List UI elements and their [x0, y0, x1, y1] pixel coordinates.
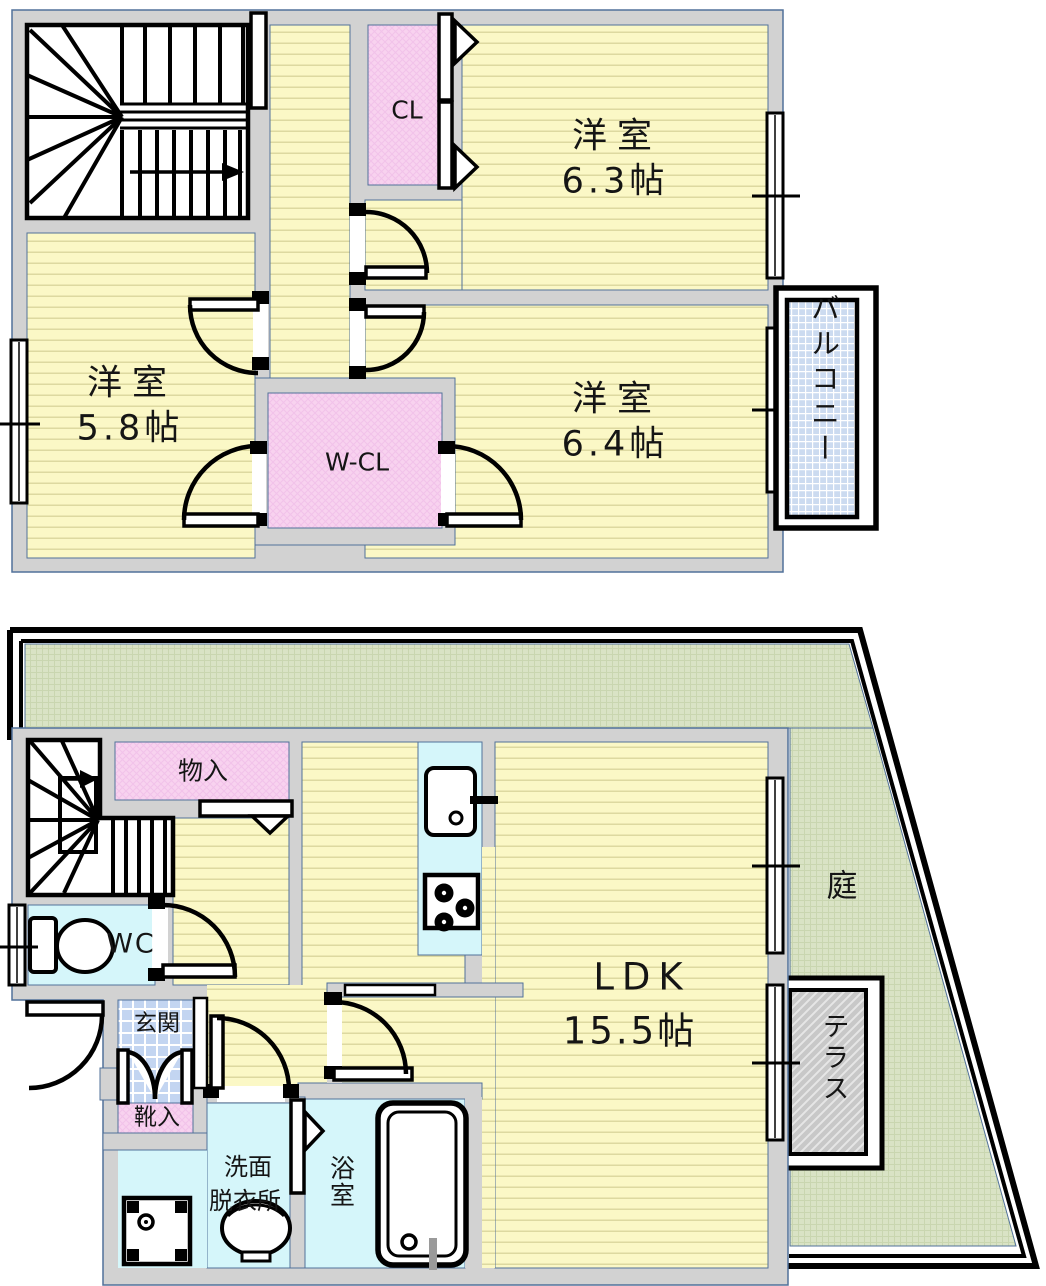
- wash-basin: [220, 1199, 292, 1263]
- shoe-storage-label: 靴入: [134, 1104, 180, 1131]
- bathtub: [375, 1100, 469, 1270]
- garden-label: 庭: [826, 868, 858, 905]
- ldk-label-size: 15.5帖: [562, 1009, 698, 1053]
- kitchen-faucet: [470, 796, 498, 804]
- room-label-64-size: 6.4帖: [561, 424, 669, 465]
- walkin-closet-label: W-CL: [324, 447, 390, 477]
- staircase-1f: [25, 737, 176, 898]
- closet-label: CL: [391, 95, 423, 125]
- terrace: [777, 975, 885, 1171]
- kitchen-counter: [422, 766, 498, 932]
- ldk-label-name: LDK: [593, 955, 691, 999]
- floor1-structure: [11, 727, 789, 1286]
- wall-opening: [343, 983, 437, 997]
- balcony-label: バルコニー: [806, 293, 841, 468]
- balcony: [773, 285, 879, 531]
- closet-folding-doors: [437, 12, 480, 193]
- entrance-label: 玄関: [134, 1010, 180, 1037]
- room-label-58-size: 5.8帖: [76, 408, 184, 449]
- doors-1f: [25, 896, 414, 1105]
- stair-opening-2f: [249, 11, 268, 110]
- floor2-structure: [11, 9, 784, 573]
- room-label-63-size: 6.3帖: [561, 161, 669, 202]
- washroom-label-line2: 脱衣所: [209, 1187, 281, 1215]
- toilet: [28, 916, 115, 974]
- kitchen-sink: [424, 766, 477, 837]
- room-label-58-name: 洋室: [86, 363, 178, 404]
- windows-1f: [0, 776, 800, 1142]
- room-label-64-name: 洋室: [571, 379, 663, 420]
- staircase-2f: [24, 22, 251, 221]
- wc-label: WC: [106, 928, 156, 960]
- site-boundary: [7, 627, 1040, 1269]
- room-label-63-name: 洋室: [571, 116, 663, 157]
- bath-folding-door: [289, 1098, 326, 1195]
- doors-2f: [181, 203, 524, 528]
- washing-machine: [121, 1195, 193, 1267]
- storage-shelf: [198, 799, 294, 836]
- washroom-label-line1: 洗面: [224, 1153, 272, 1181]
- entrance-step: [192, 996, 209, 1090]
- storage-label: 物入: [177, 756, 229, 786]
- bathroom-label: 浴室: [326, 1155, 356, 1209]
- terrace-label: テラス: [817, 1012, 849, 1105]
